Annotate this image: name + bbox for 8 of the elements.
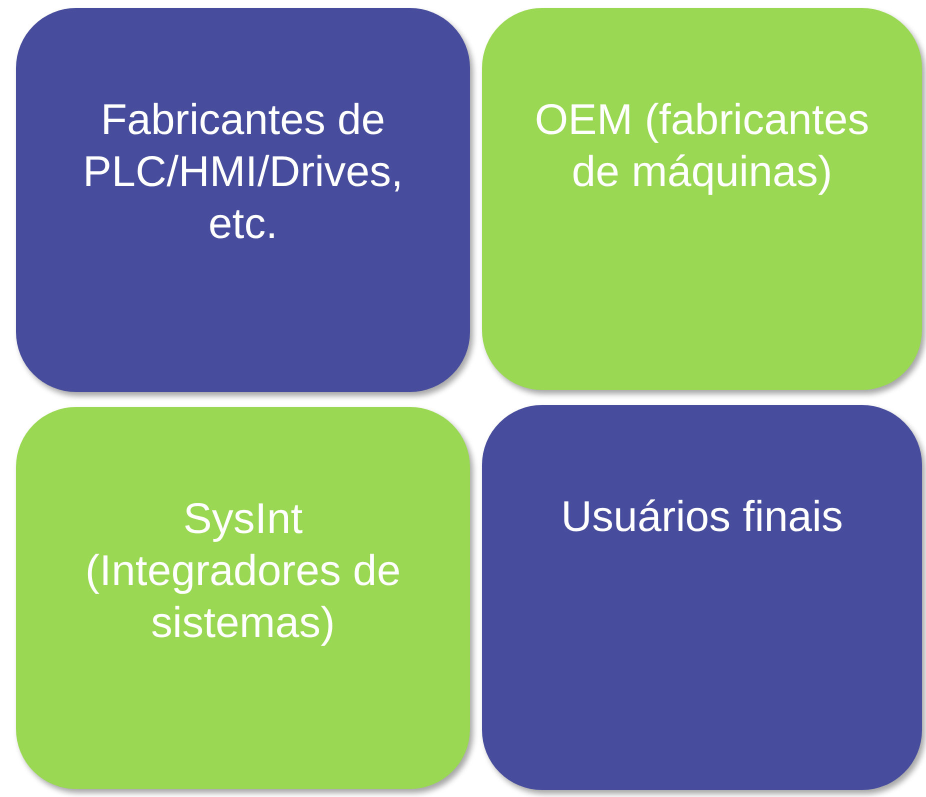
rounded-box [16, 8, 470, 392]
rounded-box [482, 8, 922, 390]
box-label: OEM (fabricantes de máquinas) [534, 95, 870, 198]
rounded-box [16, 407, 470, 789]
rounded-box [482, 405, 922, 790]
box-label: Fabricantes de PLC/HMI/Drives, etc. [82, 95, 404, 250]
box-label: Usuários finais [561, 492, 843, 543]
box-label: SysInt (Integradores de sistemas) [84, 494, 402, 649]
